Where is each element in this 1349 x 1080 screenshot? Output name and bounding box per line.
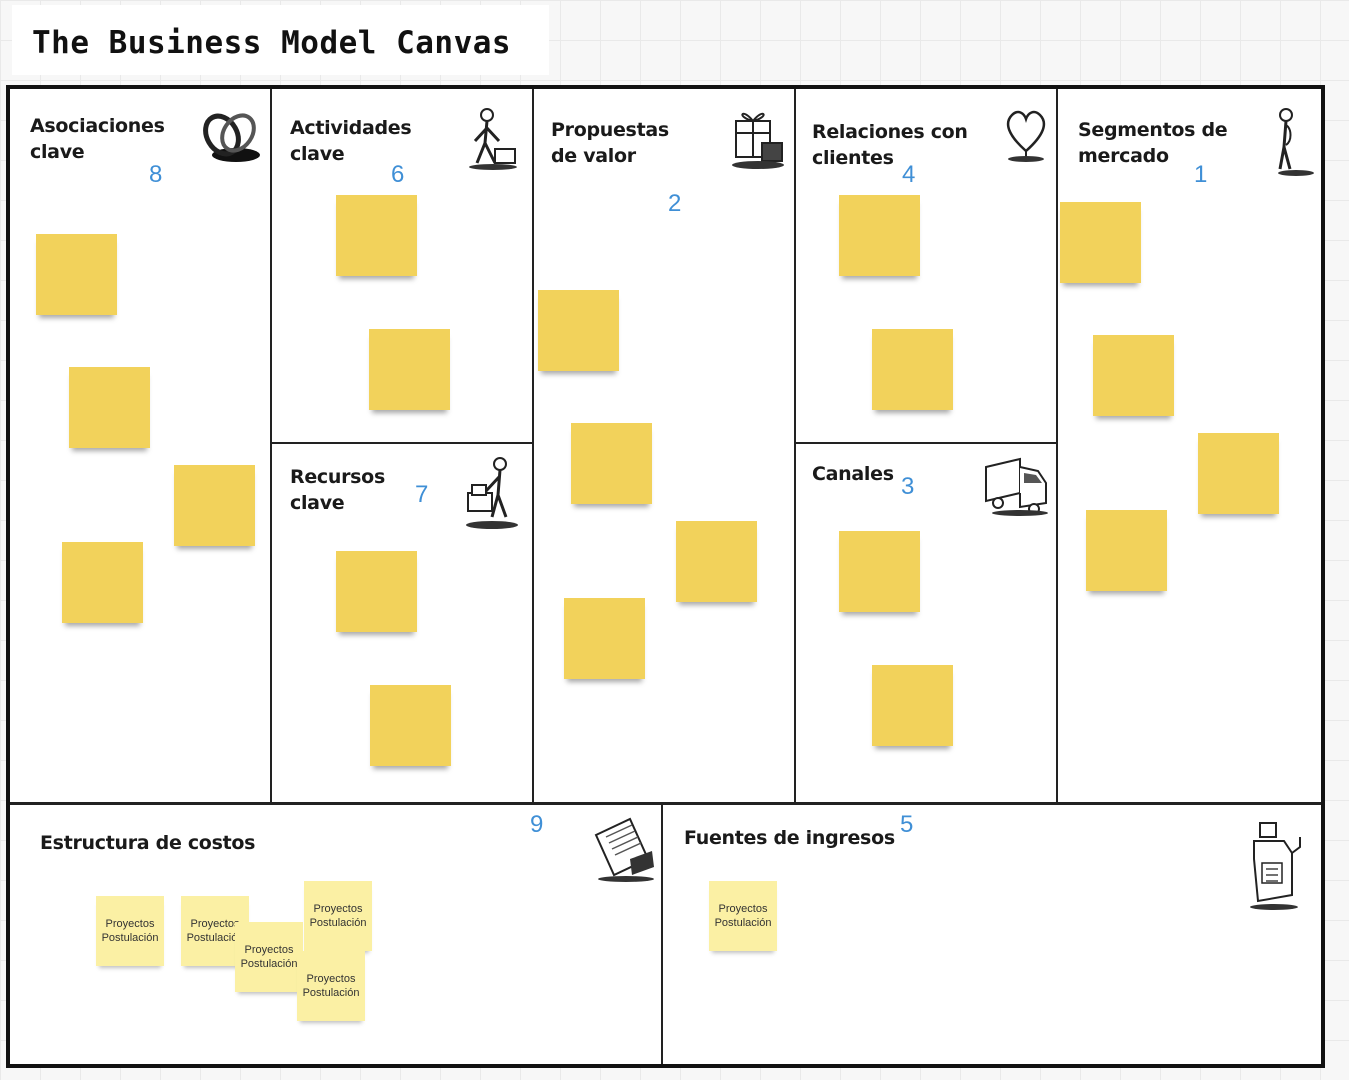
divider: [10, 802, 1321, 805]
revenue-title: Fuentes de ingresos: [684, 827, 895, 849]
value-number: 2: [668, 190, 682, 217]
divider: [661, 805, 663, 1064]
note-line-1: Proyectos: [718, 903, 768, 915]
divider: [532, 89, 534, 802]
sticky-note[interactable]: [1060, 202, 1141, 283]
value-title: Propuestas de valor: [551, 119, 669, 167]
channels-title: Canales: [812, 463, 894, 485]
revenue-number: 5: [900, 811, 914, 838]
relationships-title: Relaciones con clientes: [812, 121, 968, 169]
divider: [1056, 89, 1058, 802]
sticky-note[interactable]: [538, 290, 619, 371]
segments-number: 1: [1194, 161, 1208, 188]
sticky-note[interactable]: [336, 551, 417, 632]
note-line-1: Proyectos: [306, 973, 356, 985]
note-line-2: Postulación: [309, 917, 367, 929]
activities-title: Actividades clave: [290, 117, 412, 165]
note-line-1: Proyectos: [244, 944, 294, 956]
divider: [794, 89, 796, 802]
sticky-note[interactable]: [174, 465, 255, 546]
note-line-1: Proyectos: [105, 918, 155, 930]
sticky-note[interactable]: [369, 329, 450, 410]
activities-number: 6: [391, 161, 405, 188]
sticky-note[interactable]: [872, 329, 953, 410]
note-line-1: Proyectos: [190, 918, 240, 930]
sticky-note[interactable]: [36, 234, 117, 315]
cash-register-icon: [1244, 819, 1304, 919]
chain-links-icon: [200, 105, 262, 169]
sticky-note[interactable]: [839, 531, 920, 612]
receipt-icon: [586, 815, 658, 889]
sticky-note[interactable]: [370, 685, 451, 766]
truck-icon: [980, 453, 1050, 523]
partners-number: 8: [149, 161, 163, 188]
sticky-note[interactable]: [571, 423, 652, 504]
note-line-2: Postulación: [101, 932, 159, 944]
divider: [796, 442, 1056, 444]
partners-title: Asociaciones clave: [30, 115, 165, 163]
segments-title: Segmentos de mercado: [1078, 119, 1228, 167]
resources-number: 7: [415, 481, 429, 508]
sticky-note[interactable]: [69, 367, 150, 448]
sticky-note[interactable]: [1086, 510, 1167, 591]
sticky-note[interactable]: [676, 521, 757, 602]
sticky-note[interactable]: [1093, 335, 1174, 416]
sticky-note[interactable]: [872, 665, 953, 746]
page-title: The Business Model Canvas: [32, 25, 512, 61]
divider: [270, 89, 272, 802]
sticky-note[interactable]: [336, 195, 417, 276]
sticky-note[interactable]: [564, 598, 645, 679]
note-line-2: Postulación: [302, 987, 360, 999]
sticky-note[interactable]: [839, 195, 920, 276]
resources-title: Recursos clave: [290, 466, 385, 514]
costs-number: 9: [530, 811, 544, 838]
note-line-2: Postulación: [240, 958, 298, 970]
divider: [272, 442, 532, 444]
canvas-board: Asociaciones clave 8 Actividades clave 6…: [6, 85, 1325, 1068]
costs-title: Estructura de costos: [40, 832, 256, 854]
note-line-1: Proyectos: [313, 903, 363, 915]
note-line-2: Postulación: [714, 917, 772, 929]
person-icon: [1266, 107, 1316, 183]
note-line-2: Postulación: [186, 932, 244, 944]
sticky-note[interactable]: [1198, 433, 1279, 514]
title-box: The Business Model Canvas: [12, 5, 549, 75]
channels-number: 3: [901, 473, 915, 500]
gift-icon: [728, 103, 788, 177]
relationships-number: 4: [902, 161, 916, 188]
worker-cart-icon: [462, 455, 522, 539]
sticky-note[interactable]: [62, 542, 143, 623]
heart-icon: [1002, 105, 1050, 169]
worker-icon: [465, 107, 521, 177]
